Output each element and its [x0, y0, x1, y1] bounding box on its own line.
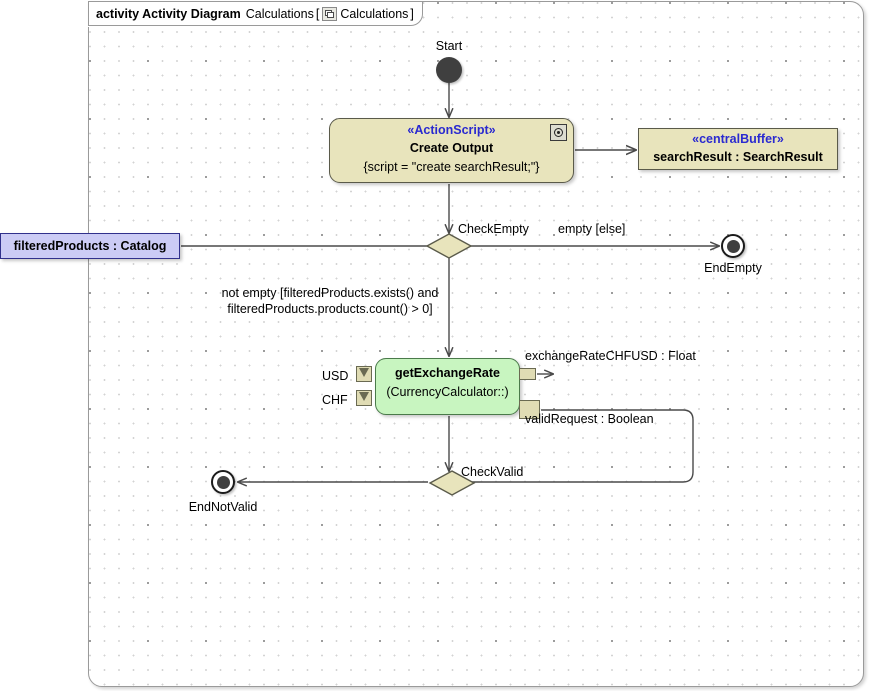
- output-pin-exchange-rate[interactable]: [519, 368, 536, 380]
- activity-diagram-icon: [322, 6, 338, 21]
- frame-bracket-close: ]: [410, 6, 414, 21]
- filtered-products-label: filteredProducts : Catalog: [13, 239, 167, 253]
- final-node-end-empty[interactable]: [721, 234, 745, 258]
- end-empty-label: EndEmpty: [704, 261, 762, 275]
- output-pin-valid-request-label: validRequest : Boolean: [525, 412, 654, 426]
- guard-not-empty-line1: not empty [filteredProducts.exists() and: [221, 286, 439, 300]
- get-exchange-rate-behavior: (CurrencyCalculator::): [386, 385, 509, 399]
- initial-node-start[interactable]: [436, 57, 462, 83]
- create-output-name: Create Output: [409, 141, 494, 155]
- input-pin-usd[interactable]: [356, 366, 372, 382]
- input-pin-chf-label: CHF: [322, 393, 348, 407]
- check-empty-label: CheckEmpty: [458, 222, 529, 236]
- input-pin-chf[interactable]: [356, 390, 372, 406]
- pin-arrow-icon: [359, 368, 369, 377]
- output-pin-exchange-rate-label: exchangeRateCHFUSD : Float: [525, 349, 696, 363]
- pin-arrow-icon: [359, 392, 369, 401]
- guard-empty-else: empty [else]: [558, 222, 626, 236]
- get-exchange-rate-name: getExchangeRate: [395, 366, 500, 380]
- frame-keyword: activity Activity Diagram: [96, 6, 241, 21]
- output-pin-valid-request[interactable]: [519, 400, 540, 419]
- diagram-frame: [88, 1, 864, 687]
- action-node-create-output[interactable]: «ActionScript» Create Output {script = "…: [329, 118, 574, 183]
- start-node-label: Start: [435, 39, 463, 53]
- object-node-filtered-products[interactable]: filteredProducts : Catalog: [0, 233, 180, 259]
- create-output-stereotype: «ActionScript»: [407, 123, 496, 137]
- input-pin-usd-label: USD: [322, 369, 349, 383]
- final-node-end-not-valid[interactable]: [211, 470, 235, 494]
- end-not-valid-label: EndNotValid: [188, 500, 258, 514]
- central-buffer-name: searchResult : SearchResult: [653, 150, 823, 164]
- check-valid-label: CheckValid: [461, 465, 524, 479]
- central-buffer-stereotype: «centralBuffer»: [692, 132, 784, 146]
- frame-bracket-open: [: [315, 6, 320, 21]
- create-output-script-body: {script = "create searchResult;"}: [363, 160, 540, 174]
- frame-icon-label: Calculations: [340, 6, 409, 21]
- guard-not-empty-line2: filteredProducts.products.count() > 0]: [227, 302, 433, 316]
- central-buffer-node-search-result[interactable]: «centralBuffer» searchResult : SearchRes…: [638, 128, 838, 170]
- frame-name: Calculations: [245, 6, 314, 21]
- diagram-frame-header[interactable]: activity Activity Diagram Calculations […: [88, 1, 423, 26]
- script-icon: [550, 124, 567, 141]
- call-behavior-action-get-exchange-rate[interactable]: getExchangeRate (CurrencyCalculator::): [375, 358, 520, 415]
